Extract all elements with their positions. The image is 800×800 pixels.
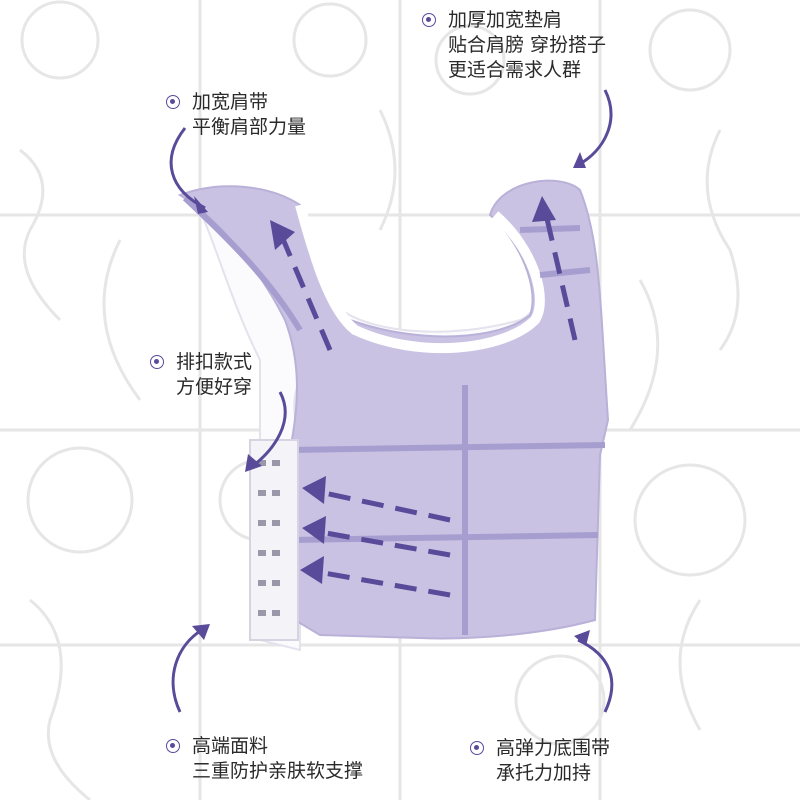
badge-icon [166,95,180,109]
callout-line: 加厚加宽垫肩 [448,9,563,31]
callout-strap: 加宽肩带 平衡肩部力量 [166,90,307,140]
callout-line: 高弹力底围带 [496,737,611,759]
arrowheads [270,196,556,584]
hook-eyes [258,460,280,616]
pointer-strap [169,127,206,210]
pointer-heads [192,152,590,646]
pointer-fabric [171,626,206,713]
badge-icon [166,739,180,753]
callout-fabric: 高端面料 三重防护亲肤软支撑 [166,734,364,784]
badge-icon [470,741,484,755]
pointer-hem [577,638,614,713]
callout-line: 平衡肩部力量 [192,116,307,138]
callout-hem: 高弹力底围带 承托力加持 [470,736,611,786]
callout-line: 三重防护亲肤软支撑 [192,760,364,782]
callout-line: 加宽肩带 [192,91,269,113]
callout-line: 排扣款式 [176,351,253,373]
callout-line: 贴合肩膀 穿扮搭子 [448,34,607,56]
vest-body [177,179,610,640]
callout-line: 方便好穿 [176,376,253,398]
callout-line: 高端面料 [192,735,269,757]
hook-strip [249,439,299,641]
force-arrows [277,209,578,598]
pointer-shoulder [577,89,613,167]
callout-hook: 排扣款式 方便好穿 [150,350,253,400]
callout-shoulder-pad: 加厚加宽垫肩 贴合肩膀 穿扮搭子 更适合需求人群 [422,8,607,83]
callout-line: 承托力加持 [496,762,592,784]
neckline-trim [295,203,545,354]
badge-icon [150,355,164,369]
callout-line: 更适合需求人群 [448,59,582,81]
badge-icon [422,13,436,27]
compression-vest [177,179,610,652]
